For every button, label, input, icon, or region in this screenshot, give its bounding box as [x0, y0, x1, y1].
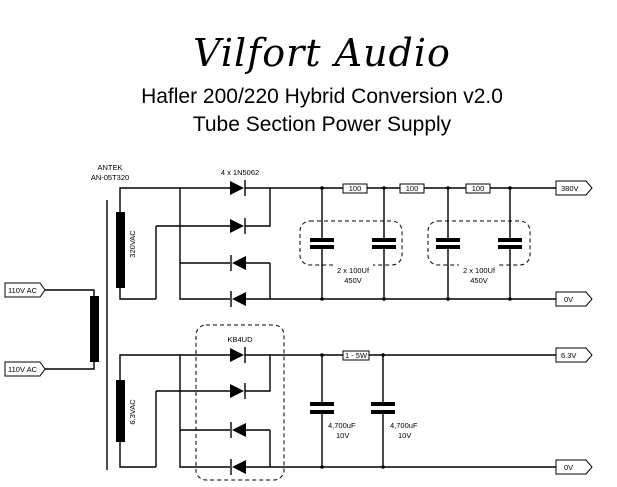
lv-cap-1 [310, 355, 334, 467]
junction-dots [320, 186, 512, 469]
hv-bridge-label: 4 x 1N5062 [221, 168, 259, 177]
page-subtitle: Tube Section Power Supply [193, 113, 452, 136]
lv-bridge-label: KB4UD [227, 335, 253, 344]
page-title: Hafler 200/220 Hybrid Conversion v2.0 [141, 85, 503, 108]
hv-resistor-1: 100 [342, 183, 368, 194]
transformer-model: AN-05T320 [91, 173, 129, 182]
hv-resistor-2: 100 [399, 183, 425, 194]
ac-input-bottom: 110V AC [4, 361, 46, 377]
lv-cap-1-voltage: 10V [336, 431, 349, 440]
secondary-winding-hv [116, 212, 125, 288]
hv-bridge: 4 x 1N5062 [221, 168, 259, 307]
lv-cap-2-value: 4,700uF [390, 421, 418, 430]
ac-input-top: 110V AC [4, 282, 46, 298]
svg-text:110V AC: 110V AC [8, 286, 38, 295]
lv-bridge: KB4UD [195, 324, 285, 481]
primary-winding [90, 296, 99, 362]
lv-resistor: 1 - 5W [342, 350, 370, 361]
lv-cap-2 [371, 355, 395, 467]
lv-cap-2-voltage: 10V [398, 431, 411, 440]
hv-cap-bank-1-voltage: 450V [344, 276, 362, 285]
svg-text:100: 100 [349, 184, 362, 193]
svg-text:380V: 380V [561, 184, 579, 193]
svg-text:100: 100 [406, 184, 419, 193]
svg-text:110V AC: 110V AC [8, 365, 38, 374]
hv-output-plus: 380V [555, 180, 593, 196]
transformer [90, 200, 125, 470]
hv-output-ground: 0V [555, 291, 593, 307]
svg-text:100: 100 [472, 184, 485, 193]
svg-text:0V: 0V [564, 463, 573, 472]
svg-text:1 - 5W: 1 - 5W [345, 351, 368, 360]
winding-label-hv: 320VAC [128, 230, 137, 258]
lv-output-plus: 6.3V [555, 347, 593, 363]
secondary-winding-lv [116, 380, 125, 442]
hv-cap-bank-2-voltage: 450V [470, 276, 488, 285]
brand-title: Vilfort Audio [193, 31, 451, 75]
hv-cap-bank-2-value: 2 x 100Uf [463, 266, 496, 275]
svg-text:6.3V: 6.3V [561, 351, 576, 360]
transformer-maker: ANTEK [97, 163, 122, 172]
winding-label-lv: 6.3VAC [128, 399, 137, 425]
hv-cap-bank-1-value: 2 x 100Uf [337, 266, 370, 275]
hv-resistor-3: 100 [465, 183, 491, 194]
lv-cap-1-value: 4,700uF [328, 421, 356, 430]
lv-output-ground: 0V [555, 459, 593, 475]
svg-text:0V: 0V [564, 295, 573, 304]
